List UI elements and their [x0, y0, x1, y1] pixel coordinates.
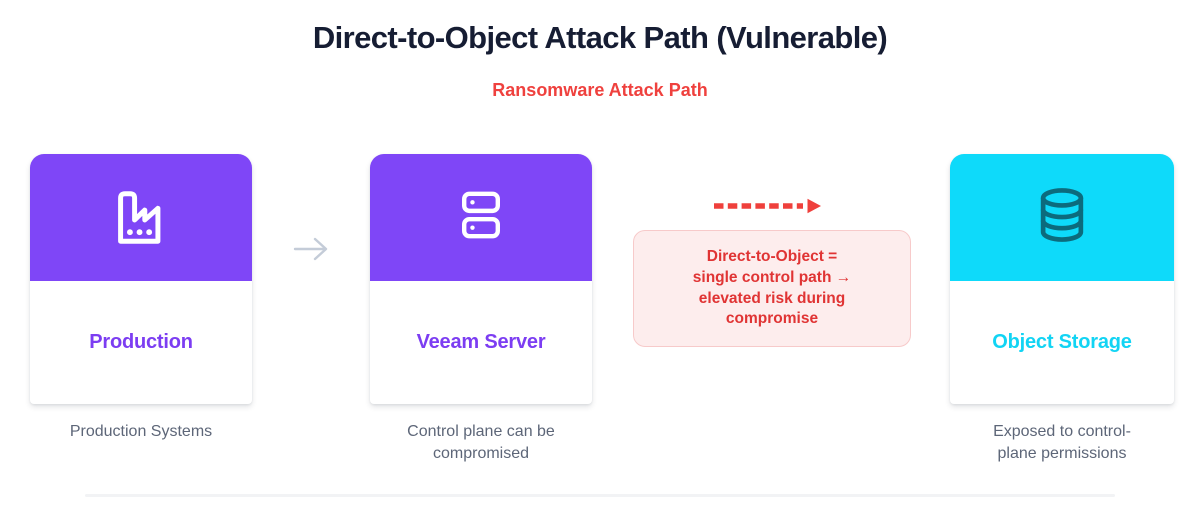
card-label: Production: [89, 331, 193, 353]
card-label: Object Storage: [992, 331, 1132, 353]
risk-note: Direct-to-Object = single control path →…: [633, 230, 911, 347]
card-object-storage-caption: Exposed to control- plane permissions: [993, 423, 1131, 462]
card-veeam-server: Veeam Server: [370, 154, 592, 404]
server-icon: [450, 184, 512, 251]
card-production-caption: Production Systems: [69, 423, 213, 440]
card-veeam-server-header: [370, 154, 592, 281]
card-production-body: Production: [30, 281, 252, 404]
card-production-header: [30, 154, 252, 281]
page-title: Direct-to-Object Attack Path (Vulnerable…: [312, 20, 888, 55]
card-object-storage: Object Storage: [950, 154, 1174, 404]
card-object-storage-body: Object Storage: [950, 281, 1174, 404]
card-production: Production: [30, 154, 252, 404]
dashed-arrow-right-icon: [711, 197, 823, 220]
bottom-divider: [85, 494, 1115, 497]
card-object-storage-header: [950, 154, 1174, 281]
factory-icon: [106, 184, 176, 251]
diagram-subtitle: Ransomware Attack Path: [492, 80, 708, 100]
card-label: Veeam Server: [416, 331, 546, 353]
arrow-right-icon: [291, 233, 335, 270]
risk-note-text: Direct-to-Object = single control path →…: [692, 247, 852, 328]
card-veeam-server-caption: Control plane can be compromised: [407, 423, 555, 462]
card-veeam-server-body: Veeam Server: [370, 281, 592, 404]
database-icon: [1031, 184, 1093, 251]
